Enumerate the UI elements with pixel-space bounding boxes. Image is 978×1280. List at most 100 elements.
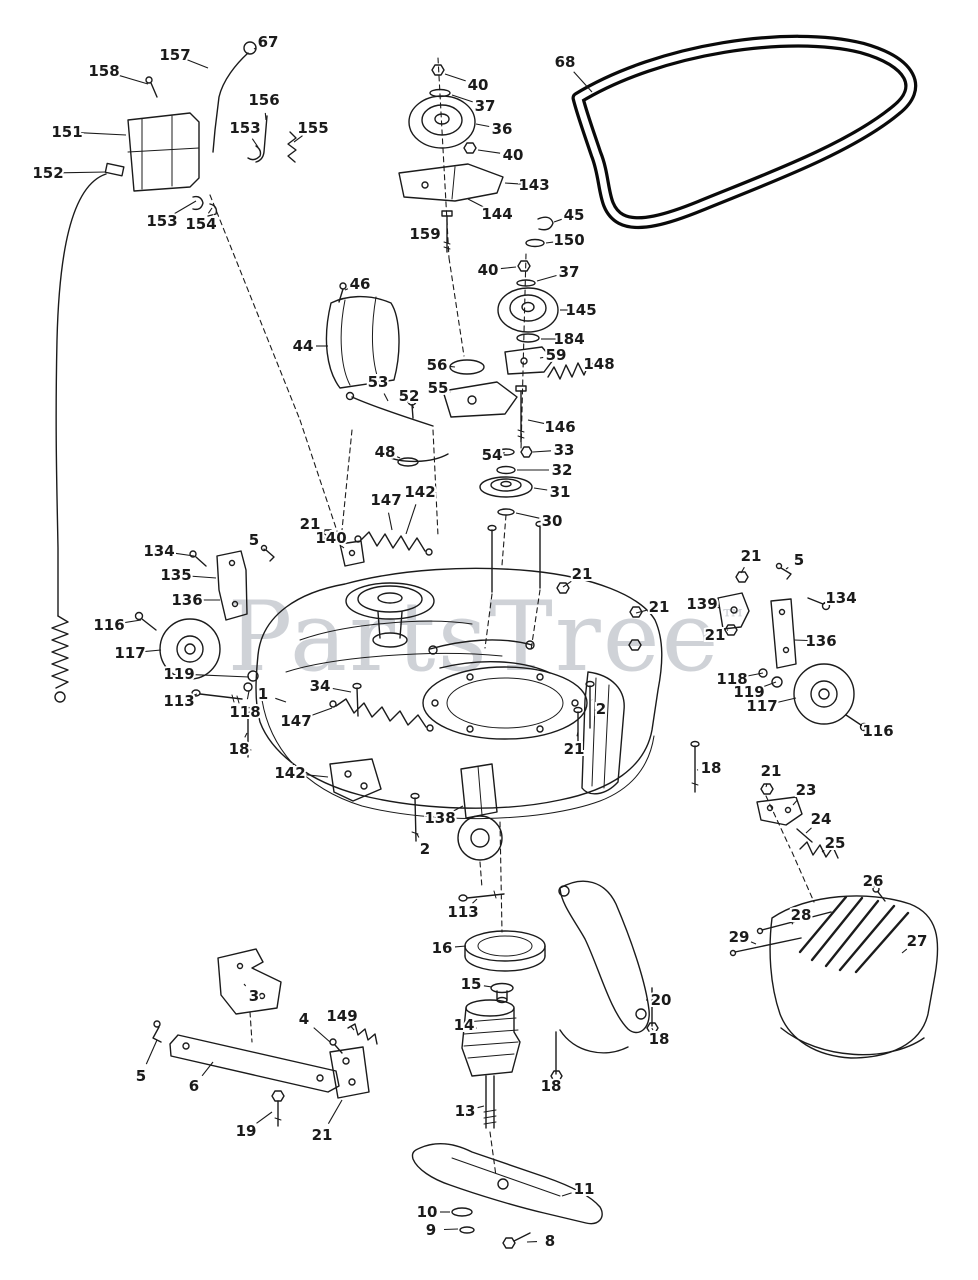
part-label-184: 184 [553, 330, 584, 348]
part-label-68: 68 [555, 53, 576, 71]
leader-line-6 [201, 1061, 214, 1077]
part-label-19: 19 [236, 1122, 257, 1140]
bolt-18-arm-right [646, 987, 659, 1034]
leader-line-21 [740, 566, 745, 574]
leader-line-134 [171, 552, 195, 557]
part-label-36: 36 [492, 120, 513, 138]
part-label-20: 20 [651, 991, 672, 1009]
bracket-138 [460, 763, 498, 819]
bolt-2-bottom [410, 792, 420, 842]
part-label-118: 118 [716, 670, 747, 688]
leader-line-118 [246, 690, 250, 700]
screw-134-left [189, 550, 207, 567]
part-label-34: 34 [310, 677, 331, 695]
part-label-2: 2 [420, 840, 430, 858]
brake-assembly [345, 257, 545, 651]
leader-line-152 [60, 171, 107, 174]
part-label-21: 21 [705, 626, 726, 644]
left-wheel-assembly [134, 550, 259, 704]
part-label-11: 11 [574, 1180, 595, 1198]
part-label-153: 153 [229, 119, 260, 137]
part-label-5: 5 [136, 1067, 146, 1085]
bolt-146 [515, 385, 527, 443]
plate-55 [442, 381, 518, 418]
bracket-21-bottom [329, 1046, 370, 1099]
part-label-1: 1 [258, 685, 268, 703]
spring-148 [547, 360, 597, 380]
leader-line-52 [411, 403, 415, 409]
part-label-40: 40 [468, 76, 489, 94]
leader-line-154 [207, 207, 213, 214]
part-label-53: 53 [368, 373, 389, 391]
leader-line-37 [536, 274, 557, 282]
lever-157 [212, 52, 249, 153]
part-label-21: 21 [741, 547, 762, 565]
leader-line-116 [860, 724, 866, 728]
leader-line-15 [483, 985, 493, 988]
caster-tire [457, 815, 503, 861]
part-label-59: 59 [546, 346, 567, 364]
deck-rib-2 [285, 652, 503, 673]
part-label-119: 119 [163, 665, 194, 683]
part-label-135: 135 [160, 566, 191, 584]
leader-line-26 [877, 890, 880, 893]
washer-118-left [243, 682, 253, 692]
part-label-154: 154 [185, 215, 216, 233]
leader-line-147 [308, 707, 333, 718]
part-label-27: 27 [907, 932, 928, 950]
spring-149 [347, 1023, 378, 1045]
caster-hub [470, 828, 490, 848]
leader-line-68 [573, 71, 593, 93]
part-label-40: 40 [478, 261, 499, 279]
link-153-lower [192, 195, 204, 211]
part-label-56: 56 [427, 356, 448, 374]
leader-line-158 [116, 74, 149, 85]
disc-56 [449, 359, 485, 375]
leader-line-3 [243, 983, 247, 987]
part-label-21: 21 [312, 1126, 333, 1144]
bracket-59 [504, 346, 554, 375]
leader-line-118 [744, 672, 764, 678]
idler-pulley-stack [497, 253, 597, 451]
part-label-21: 21 [300, 515, 321, 533]
washer-54 [497, 448, 515, 456]
arm-48 [385, 453, 449, 467]
part-label-116: 116 [862, 722, 893, 740]
leader-line-116 [121, 619, 142, 624]
leader-line-21 [576, 731, 579, 737]
leader-line-113 [190, 693, 198, 697]
bracket-151 [127, 112, 200, 192]
leader-line-2 [416, 833, 420, 838]
washer-119-left [247, 670, 259, 682]
part-label-145: 145 [565, 301, 596, 319]
leader-line-156 [264, 112, 267, 121]
bolt-8 [502, 1232, 531, 1249]
nut-40-top [431, 64, 445, 76]
leader-line-149 [350, 1025, 355, 1031]
leader-line-46 [344, 288, 349, 291]
part-label-33: 33 [554, 441, 575, 459]
leader-line-139 [714, 606, 721, 609]
nut-21-f [724, 624, 738, 636]
part-label-138: 138 [424, 809, 455, 827]
rod-24 [796, 828, 813, 843]
leader-line-18 [244, 732, 248, 738]
leader-line-157 [186, 59, 209, 69]
leader-line-18 [651, 1027, 654, 1031]
part-label-144: 144 [481, 205, 512, 223]
washer-119-right [771, 676, 783, 688]
leader-line-19 [256, 1111, 273, 1124]
spring-25 [799, 841, 839, 859]
spindle-pulley [345, 582, 435, 648]
part-label-9: 9 [426, 1221, 436, 1239]
pin-5-bottom [152, 1020, 162, 1043]
rod-156 [255, 115, 268, 163]
mandrel-pulley-stack [398, 57, 554, 259]
leader-line-136 [793, 639, 809, 642]
leader-line-24 [805, 827, 812, 834]
mandrel-housing-14 [461, 999, 521, 1077]
part-label-6: 6 [189, 1077, 199, 1095]
part-label-142: 142 [274, 764, 305, 782]
part-label-29: 29 [729, 928, 750, 946]
